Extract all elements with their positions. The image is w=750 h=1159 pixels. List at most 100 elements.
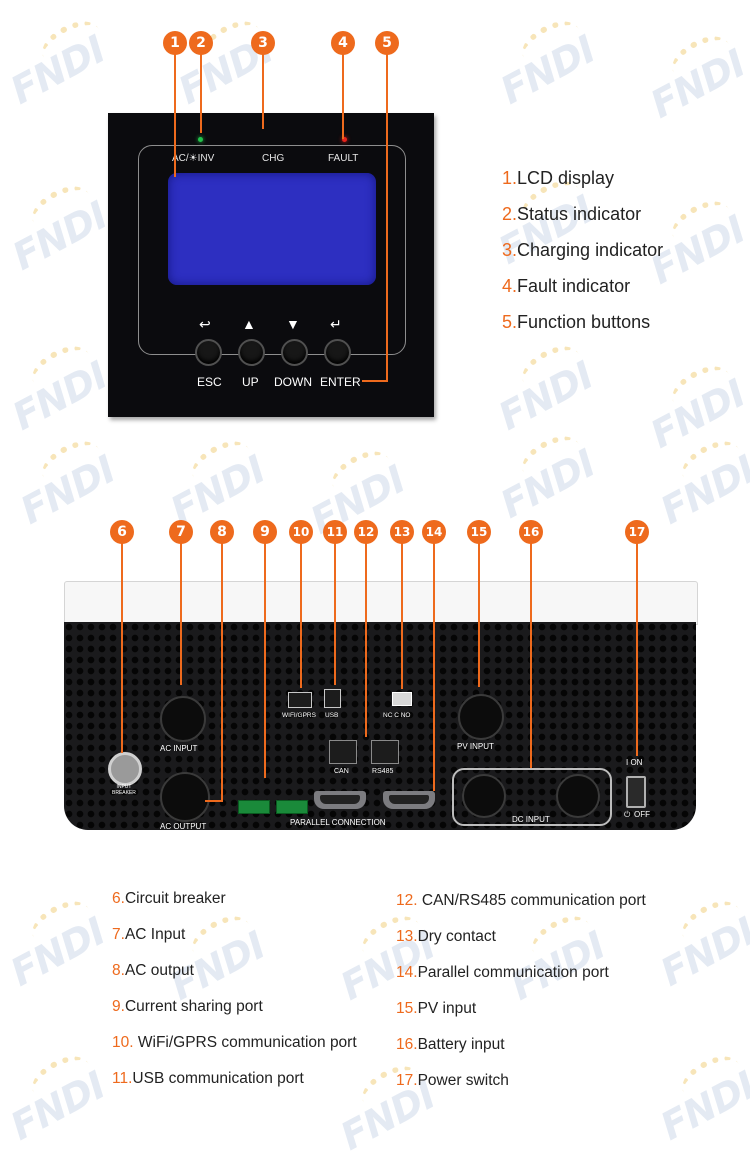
power-switch[interactable] bbox=[626, 776, 646, 808]
control-panel: AC/☀INV CHG FAULT ↩ ▲ ▼ ↵ ESC UP DOWN EN… bbox=[108, 113, 434, 417]
pv-input-label: PV INPUT bbox=[457, 742, 494, 751]
enter-icon: ↵ bbox=[330, 316, 342, 332]
ac-input-label: AC INPUT bbox=[160, 744, 198, 753]
inverter-top-cover bbox=[64, 581, 698, 625]
legend-text: Fault indicator bbox=[517, 276, 631, 296]
panel-frame bbox=[138, 145, 406, 355]
callout-badge-7: 7 bbox=[169, 520, 193, 544]
input-breaker-label: INPUT BREAKER bbox=[112, 784, 136, 796]
dc-input-panel bbox=[452, 768, 612, 826]
usb-label: USB bbox=[325, 712, 339, 719]
callout-badge-11: 11 bbox=[323, 520, 347, 544]
legend-item-lcd-display: 1.LCD display bbox=[502, 168, 614, 189]
legend-number: 6. bbox=[112, 890, 125, 907]
power-icon: ⏻ bbox=[624, 810, 631, 819]
leader-line-7 bbox=[180, 543, 182, 685]
legend-item-charging-indicator: 3.Charging indicator bbox=[502, 240, 663, 261]
leader-line-17 bbox=[636, 543, 638, 756]
down-button[interactable] bbox=[281, 339, 308, 366]
legend-text: AC output bbox=[124, 962, 194, 979]
off-label: OFF bbox=[634, 810, 650, 819]
parallel-db9-port[interactable] bbox=[314, 791, 366, 809]
legend-item-usb-port: 11.USB communication port bbox=[112, 1070, 304, 1088]
fault-led bbox=[342, 137, 347, 142]
legend-text: LCD display bbox=[517, 168, 615, 188]
legend-text: Circuit breaker bbox=[124, 890, 226, 907]
leader-line-16 bbox=[530, 543, 532, 768]
legend-text: Charging indicator bbox=[517, 240, 664, 260]
ac-output-gland[interactable] bbox=[160, 772, 210, 822]
leader-line-6 bbox=[121, 543, 123, 753]
current-sharing-port[interactable] bbox=[276, 800, 308, 814]
callout-badge-15: 15 bbox=[467, 520, 491, 544]
dc-input-label: DC INPUT bbox=[512, 815, 550, 824]
callout-badge-2: 2 bbox=[189, 31, 213, 55]
status-indicator-label: AC/☀INV bbox=[172, 153, 215, 164]
legend-text: PV input bbox=[417, 1000, 477, 1017]
up-button-label: UP bbox=[242, 375, 259, 389]
legend-item-fault-indicator: 4.Fault indicator bbox=[502, 276, 630, 297]
legend-item-circuit-breaker: 6.Circuit breaker bbox=[112, 890, 226, 908]
callout-badge-8: 8 bbox=[210, 520, 234, 544]
legend-number: 5. bbox=[502, 312, 518, 332]
leader-line-15 bbox=[478, 543, 480, 687]
down-button-label: DOWN bbox=[274, 375, 312, 389]
callout-badge-17: 17 bbox=[625, 520, 649, 544]
can-port[interactable] bbox=[329, 740, 357, 764]
legend-number: 2. bbox=[502, 204, 518, 224]
ac-input-gland[interactable] bbox=[160, 696, 206, 742]
usb-port[interactable] bbox=[324, 689, 341, 708]
callout-badge-14: 14 bbox=[422, 520, 446, 544]
esc-button[interactable] bbox=[195, 339, 222, 366]
callout-badge-9: 9 bbox=[253, 520, 277, 544]
dry-contact-terminal[interactable] bbox=[392, 692, 412, 706]
legend-text: WiFi/GPRS communication port bbox=[133, 1034, 357, 1051]
callout-badge-1: 1 bbox=[163, 31, 187, 55]
can-label: CAN bbox=[334, 768, 349, 775]
fault-indicator-label: FAULT bbox=[328, 153, 359, 164]
leader-line-3 bbox=[262, 53, 264, 129]
parallel-db9-port[interactable] bbox=[383, 791, 435, 809]
battery-input-gland[interactable] bbox=[462, 774, 506, 818]
wifi-gprs-label: WIFI/GPRS bbox=[282, 712, 316, 719]
enter-button[interactable] bbox=[324, 339, 351, 366]
ac-output-label: AC OUTPUT bbox=[160, 822, 207, 831]
up-arrow-icon: ▲ bbox=[242, 316, 256, 332]
legend-number: 11. bbox=[112, 1070, 133, 1087]
legend-item-battery-input: 16.Battery input bbox=[396, 1036, 505, 1054]
legend-item-status-indicator: 2.Status indicator bbox=[502, 204, 641, 225]
leader-line-5 bbox=[386, 53, 388, 382]
legend-number: 4. bbox=[502, 276, 518, 296]
battery-input-gland[interactable] bbox=[556, 774, 600, 818]
up-button[interactable] bbox=[238, 339, 265, 366]
legend-item-parallel-port: 14.Parallel communication port bbox=[396, 964, 609, 982]
lcd-display bbox=[168, 173, 376, 285]
circuit-breaker[interactable] bbox=[108, 752, 142, 786]
legend-item-ac-output: 8.AC output bbox=[112, 962, 194, 980]
legend-item-dry-contact: 13.Dry contact bbox=[396, 928, 496, 946]
legend-text: Power switch bbox=[417, 1072, 509, 1089]
rs485-port[interactable] bbox=[371, 740, 399, 764]
legend-text: Current sharing port bbox=[124, 998, 263, 1015]
callout-badge-16: 16 bbox=[519, 520, 543, 544]
legend-number: 10. bbox=[112, 1034, 134, 1051]
leader-line-9 bbox=[264, 543, 266, 778]
leader-line-11 bbox=[334, 543, 336, 685]
callout-badge-10: 10 bbox=[289, 520, 313, 544]
leader-line-2 bbox=[200, 53, 202, 133]
legend-item-ac-input: 7.AC Input bbox=[112, 926, 185, 944]
leader-line-5-horizontal bbox=[362, 380, 388, 382]
parallel-connection-label: PARALLEL CONNECTION bbox=[290, 818, 386, 827]
legend-number: 12. bbox=[396, 892, 418, 909]
current-sharing-port[interactable] bbox=[238, 800, 270, 814]
leader-line-13 bbox=[401, 543, 403, 689]
legend-number: 1. bbox=[502, 168, 518, 188]
legend-text: USB communication port bbox=[132, 1070, 304, 1087]
legend-number: 14. bbox=[396, 964, 418, 981]
wifi-gprs-port[interactable] bbox=[288, 692, 312, 708]
leader-line-4 bbox=[342, 53, 344, 139]
dry-contact-label: NC C NO bbox=[383, 712, 411, 719]
pv-input-gland[interactable] bbox=[458, 694, 504, 740]
legend-number: 15. bbox=[396, 1000, 418, 1017]
rs485-label: RS485 bbox=[372, 768, 394, 775]
